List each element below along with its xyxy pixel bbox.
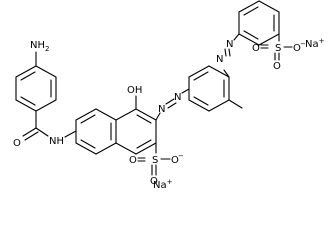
bond-n4-ring (233, 33, 240, 41)
sulfophenyl-ring (238, 0, 280, 46)
sulfonate-oxygen-1c: O (171, 155, 179, 166)
sulfonate-oxygen-2a: O (273, 61, 281, 72)
bond-carbonyl-o (22, 127, 37, 137)
naphthalene-left-ring (75, 108, 117, 155)
sulfonate-oxygen-1b: O (129, 155, 137, 166)
sulfur-label-1: S (152, 155, 158, 166)
sulfonate-charge-1: − (178, 152, 184, 160)
structure-diagram: NH2 O NH OH S O O O − N (13, 0, 325, 191)
amide-oxygen-label: O (13, 138, 21, 149)
molecule-drawing: NH2 O NH OH S O O O − N (13, 0, 325, 191)
sodium-ion-1: Na+ (305, 37, 325, 50)
bond-n1-n2-a (165, 98, 175, 105)
azo-n1-label: N (158, 104, 165, 115)
bond-carbonyl-o-double (24, 131, 39, 141)
hydroxyl-label: OH (127, 85, 142, 96)
bond-n3-n4-b (228, 48, 231, 57)
amide-nh-label: NH (49, 136, 64, 147)
methylphenyl-ring (188, 65, 230, 112)
amine-label: NH2 (30, 40, 49, 53)
azo-n4-label: N (226, 39, 233, 50)
bond-n2-ring (181, 88, 190, 94)
bond-ring-n3 (223, 69, 230, 78)
azo-n2-label: N (174, 92, 181, 103)
sodium-ion-2: Na+ (153, 178, 173, 191)
sulfonate-oxygen-2b: O (252, 43, 260, 54)
azo-n3-label: N (216, 54, 223, 65)
bond-n1-n2-b (167, 102, 177, 109)
bond-ring-methyl (228, 99, 243, 109)
bond-n3-n4-a (224, 48, 227, 57)
sulfonate-oxygen-1a: O (150, 176, 158, 187)
bond-carbonyl-n (35, 127, 49, 137)
aminobenzoyl-ring (15, 65, 57, 112)
sulfonate-charge-2: − (300, 40, 306, 48)
bond-naph-n1 (155, 112, 161, 121)
sulfonate-oxygen-2c: O (293, 43, 301, 54)
sulfur-label-2: S (275, 43, 281, 54)
bond-n-naphthalene (64, 130, 77, 138)
naphthalene-right-ring (110, 108, 157, 155)
